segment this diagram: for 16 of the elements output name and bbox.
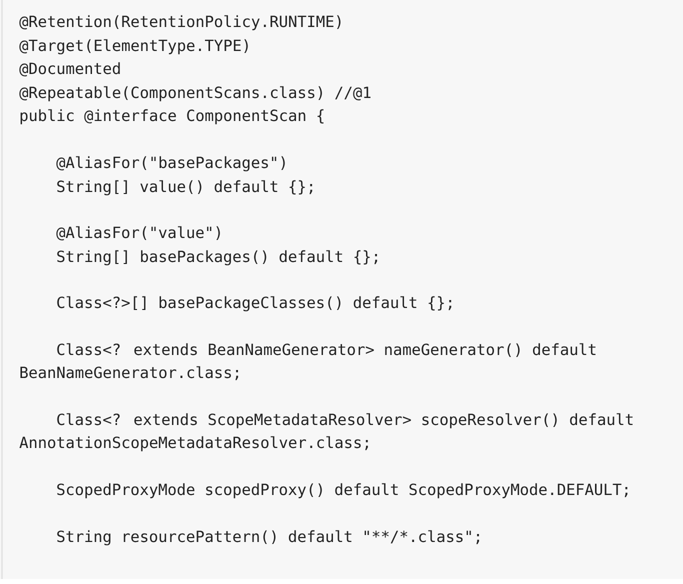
- code-line: AnnotationScopeMetadataResolver.class;: [19, 436, 368, 452]
- code-line: @Retention(RetentionPolicy.RUNTIME): [19, 15, 340, 30]
- code-line: String resourcePattern() default "**/*.class";: [57, 530, 480, 546]
- code-line: @AliasFor("value"): [56, 226, 220, 240]
- code-line: @Target(ElementType.TYPE): [19, 39, 248, 54]
- code-line: BeanNameGenerator.class;: [20, 366, 238, 380]
- code-line: @Repeatable(ComponentScans.class) //@1: [19, 86, 370, 102]
- code-line: Class<?>[] basePackageClasses() default {};: [57, 296, 452, 312]
- code-line: Class<? extends BeanNameGenerator> nameGenerator() default: [57, 343, 596, 358]
- code-line: @AliasFor("basePackages"): [56, 156, 285, 172]
- code-line: String[] value() default {};: [57, 180, 312, 196]
- code-line: ScopedProxyMode scopedProxy() default ScopedProxyMode.DEFAULT;: [57, 483, 628, 498]
- code-line: public @interface ComponentScan {: [20, 109, 324, 124]
- code-line: String[] basePackages() default {};: [57, 250, 378, 266]
- code-line: Class<? extends ScopeMetadataResolver> scopeResolver() default: [57, 413, 633, 428]
- code-line: @Documented: [19, 62, 120, 76]
